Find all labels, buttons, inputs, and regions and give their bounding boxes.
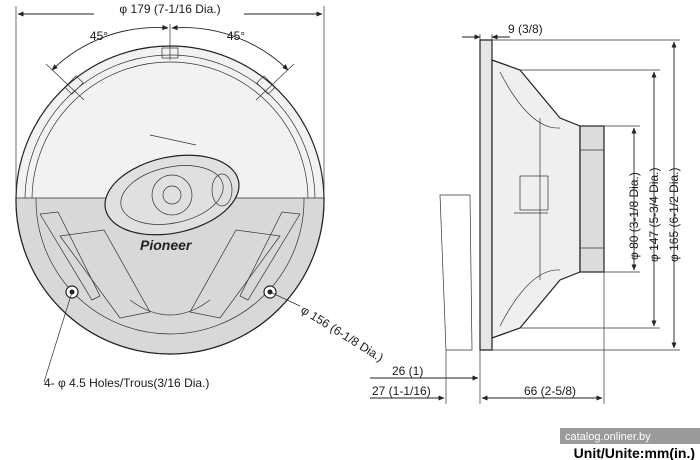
woofer-ellipse-inner xyxy=(120,165,224,225)
label-mount-depth-b: 27 (1-1/16) xyxy=(372,384,431,398)
grille-lower-frame xyxy=(15,198,325,355)
label-magnet-depth: 66 (2-5/8) xyxy=(524,384,576,398)
grille-bar-left xyxy=(59,229,151,319)
label-flange-thickness: 9 (3/8) xyxy=(508,22,543,36)
cone-line-lower xyxy=(499,269,561,327)
tweeter-center xyxy=(162,185,182,205)
label-angle-left: 45° xyxy=(90,29,108,43)
side-basket xyxy=(491,59,581,339)
magnet xyxy=(579,125,605,273)
label-magnet-diameter: φ 80 (3-1/8 Dia.) xyxy=(627,172,641,260)
label-mount-depth-a: 26 (1) xyxy=(392,364,423,378)
terminal xyxy=(519,175,549,211)
side-view: 9 (3/8) φ 80 (3-1/8 Dia.) φ 147 (5-3/4 D… xyxy=(370,22,681,404)
cone-upper xyxy=(31,61,309,198)
tweeter-bridge xyxy=(149,134,197,146)
angle-ref-line-left xyxy=(45,63,85,101)
grille-lower-face xyxy=(35,198,305,335)
label-holes: 4- φ 4.5 Holes/Trous(3/16 Dia.) xyxy=(44,376,209,390)
watermark-text: catalog.onliner.by xyxy=(565,431,651,443)
fin-right xyxy=(239,211,301,301)
label-frame-diameter: φ 165 (6-1/2 Dia.) xyxy=(667,168,681,263)
grille-bar-right xyxy=(189,229,281,319)
mount-notch-tr xyxy=(256,75,276,95)
label-mount-diameter: φ 156 (6-1/8 Dia.) xyxy=(298,303,386,365)
label-bg-outer-diameter xyxy=(94,2,244,16)
side-flange xyxy=(479,39,493,351)
unit-label: Unit/Unite:mm(in.) xyxy=(574,445,695,460)
brand-logo: Pioneer xyxy=(140,237,193,253)
angle-arc-left xyxy=(51,25,169,71)
label-outer-diameter: φ 179 (7-1/16 Dia.) xyxy=(119,2,220,16)
cone-line-upper xyxy=(499,71,561,129)
front-view: Pioneer φ 179 (7-1/16 Dia.) 45° 45° φ 15… xyxy=(15,2,386,390)
side-grille-profile xyxy=(439,194,473,351)
angle-ref-line-right xyxy=(255,63,295,101)
angle-arc-right xyxy=(171,25,289,71)
grille-arc xyxy=(129,299,211,316)
side-tweeter xyxy=(211,173,233,207)
woofer-ellipse-outer xyxy=(104,154,240,236)
watermark-bg xyxy=(560,428,700,444)
leader-holes xyxy=(43,291,73,383)
label-angle-right: 45° xyxy=(227,29,245,43)
label-cone-diameter: φ 147 (5-3/4 Dia.) xyxy=(647,168,661,263)
fin-left xyxy=(39,211,101,301)
tweeter-dome xyxy=(151,174,193,216)
mount-notch-tl xyxy=(64,75,84,95)
leader-mount-diameter xyxy=(269,291,301,307)
